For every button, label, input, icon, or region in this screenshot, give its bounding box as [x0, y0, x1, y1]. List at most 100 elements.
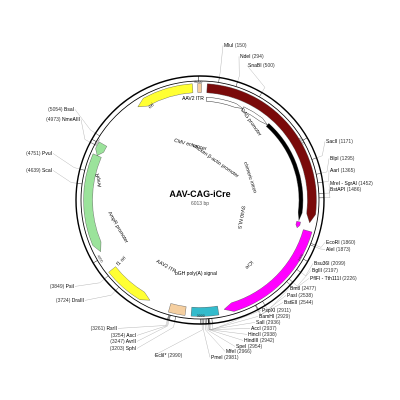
- site-labels: MluI (150) NdeI (294) SnaBI (500) SacII (11…: [26, 43, 373, 361]
- restriction-site[interactable]: SalI (2936): [256, 320, 281, 326]
- restriction-site-label[interactable]: MluI (150): [224, 43, 247, 49]
- restriction-site-label[interactable]: HincII (2938): [248, 332, 277, 338]
- restriction-site[interactable]: PasI (2538): [287, 293, 313, 299]
- restriction-site[interactable]: PflFI - Tth111I (2226): [310, 276, 357, 282]
- restriction-site-label[interactable]: EcoRI (1860): [326, 240, 356, 246]
- restriction-site[interactable]: (3724) DraIII: [56, 298, 84, 304]
- restriction-site[interactable]: SpeI (2954): [236, 344, 262, 350]
- restriction-site-label[interactable]: BlpI (1295): [330, 156, 355, 162]
- restriction-site[interactable]: MreI - SgrAI (1452): [330, 181, 373, 187]
- site-leader-line: [74, 109, 96, 134]
- restriction-site-label[interactable]: PflFI - Tth111I (2226): [310, 276, 357, 282]
- restriction-site-label[interactable]: NdeI (294): [240, 54, 264, 60]
- feature-itr1-arrow[interactable]: [197, 83, 202, 93]
- restriction-site[interactable]: BlpI (1295): [330, 156, 355, 162]
- restriction-site-label[interactable]: SacII (1171): [326, 139, 353, 145]
- site-leader-line: [153, 323, 203, 356]
- restriction-site-label[interactable]: BamHI (2929): [259, 314, 290, 320]
- restriction-site-label[interactable]: SpeI (2954): [236, 344, 262, 350]
- feature-itr2-arrow[interactable]: [168, 303, 187, 316]
- restriction-site-label[interactable]: (4639) ScaI: [26, 168, 52, 174]
- feature-intron-arrow[interactable]: [265, 123, 304, 221]
- restriction-site[interactable]: HincII (2938): [248, 332, 277, 338]
- restriction-site[interactable]: Bsu36I (2099): [314, 261, 346, 267]
- restriction-site-label[interactable]: (4751) PvuI: [26, 151, 52, 157]
- restriction-site[interactable]: (3247) AvrII: [110, 339, 136, 345]
- site-name: MluI: [224, 43, 233, 49]
- restriction-site[interactable]: PmeI (2981): [211, 355, 239, 361]
- restriction-site[interactable]: NdeI (294): [240, 54, 264, 60]
- feature-ampr-arrow[interactable]: [83, 153, 102, 253]
- site-name: AscI: [126, 333, 136, 339]
- restriction-site-label[interactable]: AarI (1365): [330, 168, 355, 174]
- feature-cba-arrow[interactable]: [241, 106, 268, 126]
- feature-cmv-arrow[interactable]: [205, 96, 244, 109]
- restriction-site[interactable]: AleI (1873): [326, 247, 351, 253]
- tick-label: 6000: [194, 80, 202, 84]
- restriction-site[interactable]: PspXI (2911): [262, 308, 291, 314]
- site-tick: [79, 168, 85, 171]
- restriction-site-label[interactable]: (5054) BsaI: [48, 107, 74, 113]
- feature-f1-arrow[interactable]: [108, 266, 151, 301]
- restriction-site[interactable]: HindIII (2942): [244, 338, 275, 344]
- restriction-site[interactable]: BamHI (2929): [259, 314, 290, 320]
- restriction-site-label[interactable]: HindIII (2942): [244, 338, 275, 344]
- restriction-site[interactable]: (5054) BsaI: [48, 107, 74, 113]
- restriction-site-label[interactable]: (3247) AvrII: [110, 339, 136, 345]
- restriction-site[interactable]: AarI (1365): [330, 168, 355, 174]
- restriction-site[interactable]: BstEII (2544): [284, 300, 314, 306]
- feature-cag-arrow[interactable]: [206, 83, 317, 224]
- site-position: (4973): [46, 117, 61, 123]
- restriction-site-label[interactable]: (3849) PsiI: [50, 284, 74, 290]
- feature-icre-arrow[interactable]: [223, 229, 313, 312]
- restriction-site[interactable]: (4751) PvuI: [26, 151, 52, 157]
- site-tick: [167, 314, 169, 320]
- restriction-site-label[interactable]: SnaBI (500): [248, 63, 275, 69]
- restriction-site-label[interactable]: (3254) AscI: [111, 333, 136, 339]
- restriction-site[interactable]: BstAPI (1486): [330, 187, 361, 193]
- restriction-site[interactable]: EcliI* (2990): [155, 353, 183, 359]
- restriction-site-label[interactable]: SalI (2936): [256, 320, 281, 326]
- restriction-site-label[interactable]: AccI (2937): [251, 326, 277, 332]
- tick-label: 2000: [297, 253, 304, 262]
- feature-ori-arrow[interactable]: [137, 83, 194, 108]
- restriction-site[interactable]: (3254) AscI: [111, 333, 136, 339]
- restriction-site-label[interactable]: MreI - SgrAI (1452): [330, 181, 373, 187]
- restriction-site[interactable]: BglII (2197): [312, 268, 338, 274]
- restriction-site-label[interactable]: (3724) DraIII: [56, 298, 84, 304]
- restriction-site-label[interactable]: PmeI (2981): [211, 355, 239, 361]
- restriction-site-label[interactable]: BglII (2197): [312, 268, 338, 274]
- feature-nls-arrow[interactable]: [295, 220, 301, 229]
- restriction-site-label[interactable]: PasI (2538): [287, 293, 313, 299]
- restriction-site[interactable]: MfeI (2966): [226, 349, 252, 355]
- restriction-site-label[interactable]: (3203) SphI: [110, 346, 136, 352]
- tick-mark: [91, 139, 97, 142]
- restriction-site[interactable]: (4973) NmeAIII: [46, 117, 80, 123]
- restriction-site[interactable]: BmtI (2477): [290, 286, 316, 292]
- feature-pa-arrow[interactable]: [190, 305, 220, 317]
- restriction-site-label[interactable]: BstAPI (1486): [330, 187, 361, 193]
- site-position: (2226): [342, 276, 357, 282]
- feature-amprp-arrow[interactable]: [95, 141, 108, 156]
- restriction-site[interactable]: AccI (2937): [251, 326, 277, 332]
- restriction-site[interactable]: EcoRI (1860): [326, 240, 356, 246]
- restriction-site[interactable]: MluI (150): [224, 43, 247, 49]
- restriction-site-label[interactable]: (3261) RsrII: [91, 326, 117, 332]
- restriction-site[interactable]: (3849) PsiI: [50, 284, 74, 290]
- site-name: PspXI: [262, 308, 275, 314]
- restriction-site-label[interactable]: PspXI (2911): [262, 308, 291, 314]
- restriction-site-label[interactable]: AleI (1873): [326, 247, 351, 253]
- site-name: PflFI - Tth111I: [310, 276, 341, 282]
- restriction-site-label[interactable]: (4973) NmeAIII: [46, 117, 80, 123]
- restriction-site-label[interactable]: MfeI (2966): [226, 349, 252, 355]
- restriction-site-label[interactable]: BstEII (2544): [284, 300, 314, 306]
- restriction-site-label[interactable]: EcliI* (2990): [155, 353, 183, 359]
- site-tick: [255, 304, 259, 310]
- restriction-site[interactable]: (3203) SphI: [110, 346, 136, 352]
- restriction-site[interactable]: SnaBI (500): [248, 63, 275, 69]
- restriction-site[interactable]: (3261) RsrII: [91, 326, 117, 332]
- restriction-site-label[interactable]: BmtI (2477): [290, 286, 316, 292]
- restriction-site-label[interactable]: Bsu36I (2099): [314, 261, 346, 267]
- restriction-site[interactable]: SacII (1171): [326, 139, 353, 145]
- restriction-site[interactable]: (4639) ScaI: [26, 168, 52, 174]
